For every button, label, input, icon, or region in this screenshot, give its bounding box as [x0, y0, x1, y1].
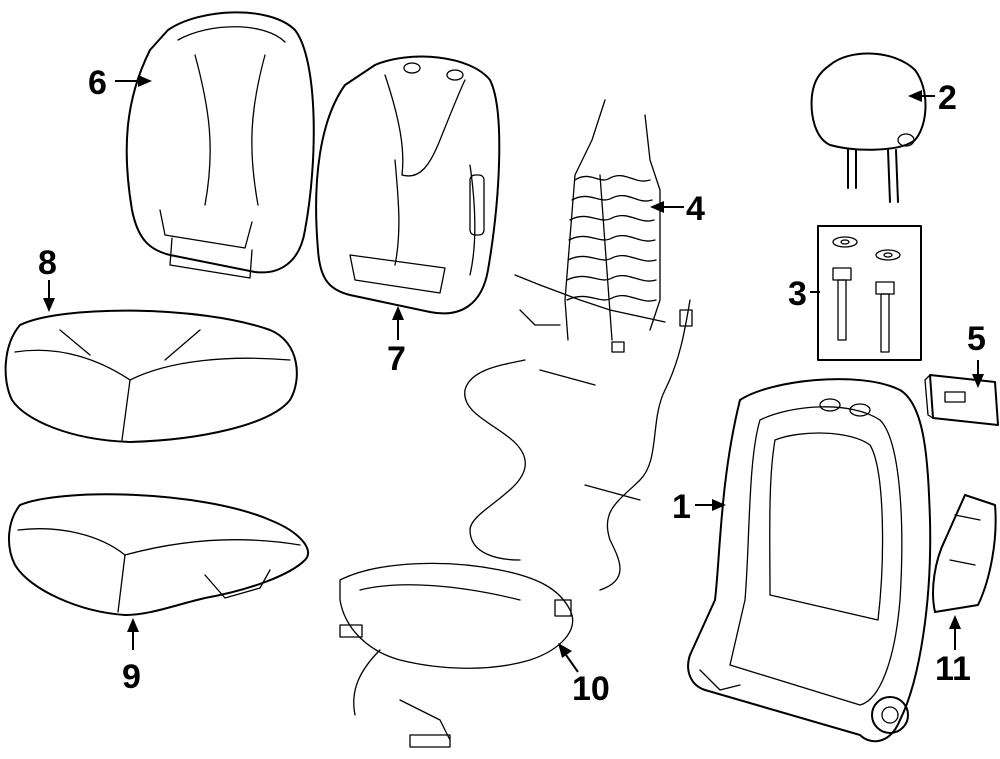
part-11-side-panel — [932, 494, 997, 613]
callout-4: 4 — [686, 190, 705, 228]
part-5-trim-clip — [924, 374, 999, 426]
callout-1: 1 — [672, 488, 691, 526]
part-4-back-support — [514, 99, 666, 353]
part-3-hardware-kit — [817, 225, 922, 361]
callout-7: 7 — [387, 340, 406, 378]
callout-3: 3 — [788, 275, 807, 313]
part-1-seat-back-frame — [687, 378, 932, 743]
part-7-seat-back-pad — [315, 55, 501, 315]
callout-9: 9 — [122, 658, 141, 696]
callout-5: 5 — [967, 320, 986, 358]
part-9-seat-cushion-pad — [8, 493, 310, 616]
callout-2: 2 — [938, 79, 957, 117]
part-2-head-restraint — [810, 52, 927, 203]
part-10-wiring-harness — [339, 299, 693, 748]
callout-8: 8 — [38, 244, 57, 282]
leader-lines — [43, 75, 984, 673]
part-8-seat-cushion-cover — [4, 309, 298, 443]
callout-10: 10 — [572, 670, 610, 708]
callout-6: 6 — [88, 64, 107, 102]
callout-labels: 6 2 4 3 8 7 5 1 11 9 10 — [38, 64, 986, 708]
callout-11: 11 — [935, 650, 971, 688]
part-6-seat-back-cover — [125, 11, 315, 279]
